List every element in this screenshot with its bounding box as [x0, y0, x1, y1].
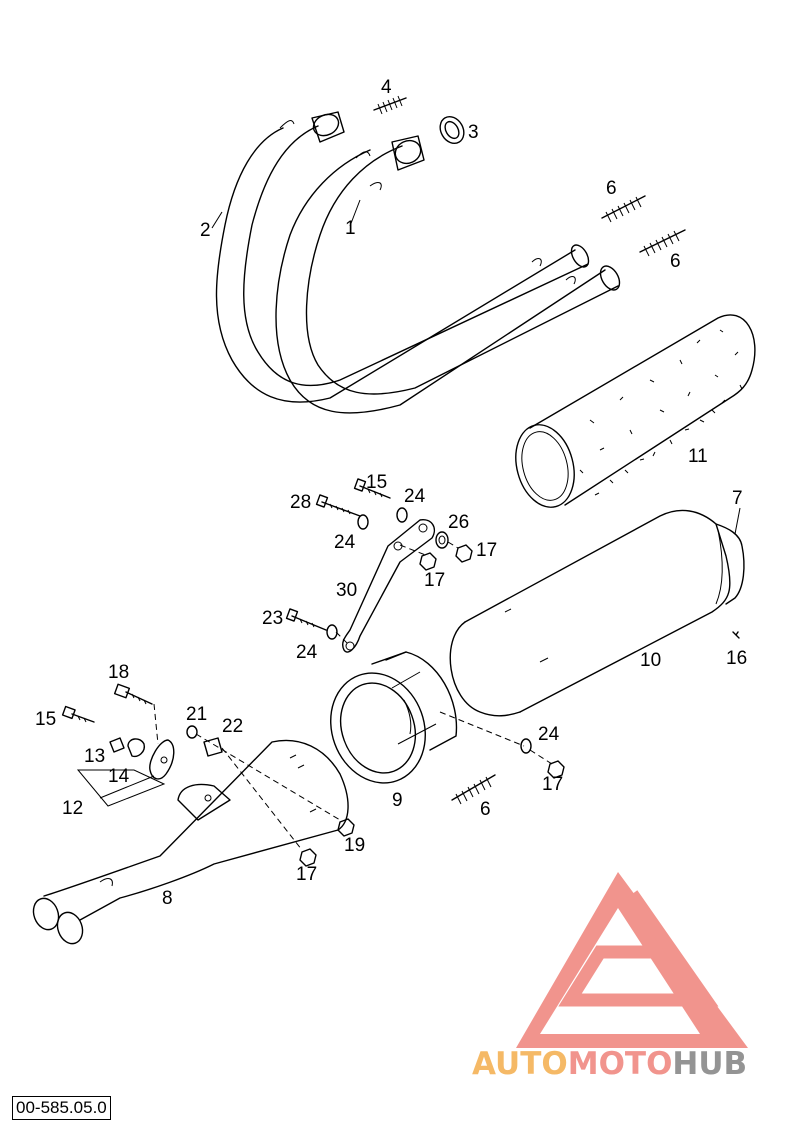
- mount-12: [76, 739, 175, 807]
- washer-21: [186, 725, 198, 739]
- watermark-auto: AUTO: [472, 1046, 568, 1082]
- label-14: 14: [108, 766, 130, 787]
- label-23: 23: [262, 608, 283, 629]
- label-13: 13: [84, 746, 105, 767]
- washer-26: [435, 531, 449, 549]
- label-17-right: 17: [542, 774, 563, 795]
- spring-6-upper: [601, 195, 646, 223]
- label-28: 28: [290, 492, 311, 513]
- label-4: 4: [381, 77, 392, 98]
- leader-lines: [99, 199, 741, 799]
- gasket-3: [439, 115, 465, 145]
- clamp-9: [330, 651, 458, 784]
- label-6-middle: 6: [670, 251, 681, 272]
- label-24-upper-right: 24: [404, 486, 426, 507]
- label-21: 21: [186, 704, 207, 725]
- label-10: 10: [640, 650, 661, 671]
- part-labels: 1 2 3 4 6 6 6 7 8 9 10 11 12 13 14 15 15…: [35, 77, 747, 909]
- washer-24-mid: [326, 624, 338, 640]
- label-3: 3: [468, 122, 479, 143]
- label-30: 30: [336, 580, 357, 601]
- header-pipe-1: [275, 135, 621, 414]
- label-15-upper: 15: [366, 472, 387, 493]
- spacer-22: [203, 737, 223, 757]
- hardware-24-17-right: [520, 738, 565, 779]
- end-cap-7: [715, 523, 745, 605]
- label-9: 9: [392, 790, 403, 811]
- label-17-upper: 17: [424, 570, 445, 591]
- assembly-guide-lines: [153, 541, 553, 851]
- silencer-body-10: [449, 509, 731, 717]
- watermark-hub: HUB: [672, 1046, 747, 1082]
- label-18: 18: [108, 662, 129, 683]
- watermark-brand-text: AUTOMOTOHUB: [472, 1046, 747, 1082]
- nut-17-lower: [299, 848, 317, 867]
- label-8: 8: [162, 888, 173, 909]
- label-15-left: 15: [35, 709, 56, 730]
- drawing-number: 00-585.05.0: [12, 1096, 111, 1120]
- label-1: 1: [345, 218, 356, 239]
- spring-6-lower: [451, 774, 496, 805]
- label-6-lower: 6: [480, 799, 491, 820]
- label-17-lower: 17: [296, 864, 317, 885]
- nuts-17-upper: [419, 544, 473, 571]
- label-24-upper-left: 24: [334, 532, 356, 553]
- label-7: 7: [732, 488, 743, 509]
- damping-insert-11: [515, 314, 756, 508]
- washers-24-upper: [357, 507, 408, 530]
- spring-4: [373, 95, 407, 115]
- label-22: 22: [222, 716, 243, 737]
- watermark-moto: MOTO: [568, 1046, 673, 1082]
- spring-6-middle: [639, 229, 686, 257]
- label-16: 16: [726, 648, 747, 669]
- nut-19: [337, 818, 355, 837]
- automotohub-watermark-logo: AUTOMOTOHUB: [472, 872, 748, 1082]
- label-24-right: 24: [538, 724, 560, 745]
- label-24-middle: 24: [296, 642, 318, 663]
- rivet-16: [732, 631, 740, 639]
- bolt-23: [285, 608, 327, 631]
- header-pipe-2: [215, 111, 590, 403]
- bolt-28: [315, 494, 361, 517]
- bolt-15-left: [61, 705, 95, 723]
- label-17-upper-right: 17: [476, 540, 497, 561]
- label-26: 26: [448, 512, 469, 533]
- label-12: 12: [62, 798, 83, 819]
- label-19: 19: [344, 835, 365, 856]
- label-11: 11: [688, 446, 708, 467]
- rear-pipe-8: [32, 739, 349, 945]
- label-6-upper: 6: [606, 178, 617, 199]
- label-2: 2: [200, 220, 211, 241]
- bolt-18: [113, 683, 153, 705]
- rubber-13-14: [109, 737, 146, 758]
- bolt-15-upper: [353, 478, 391, 499]
